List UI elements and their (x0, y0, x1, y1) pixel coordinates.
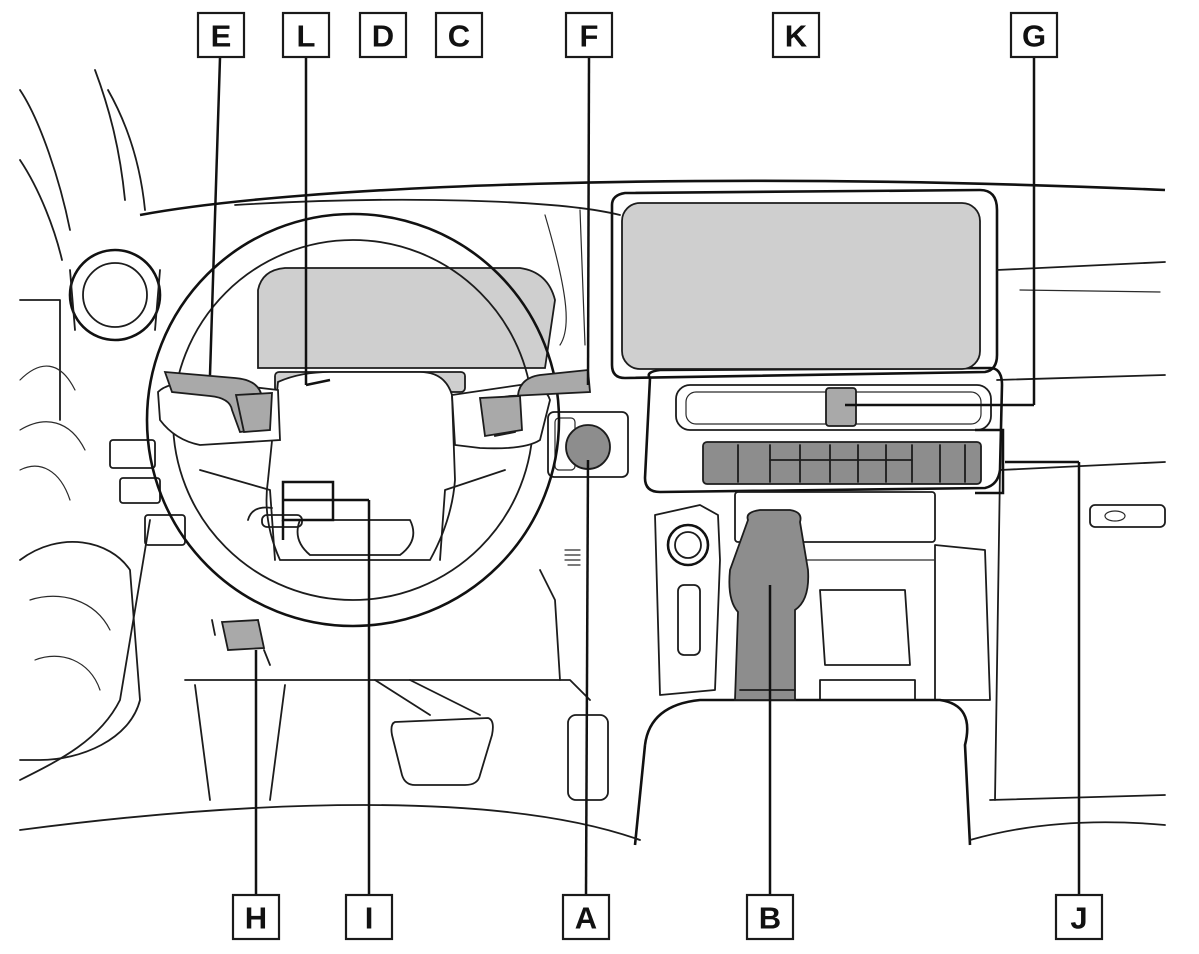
callout-a: A (561, 893, 611, 941)
callout-f: F (564, 11, 614, 59)
hazard-switch-shape (825, 387, 857, 427)
svg-text:D: D (372, 19, 394, 54)
hood-release-shape (220, 619, 266, 651)
callout-i: I (344, 893, 394, 941)
callout-k: K (771, 11, 821, 59)
svg-text:L: L (297, 19, 316, 54)
svg-text:C: C (448, 19, 470, 54)
leader-lines (208, 57, 1081, 896)
left-lever-shape (163, 370, 263, 433)
svg-text:J: J (1070, 901, 1087, 936)
callout-l: L (281, 11, 331, 59)
svg-text:G: G (1022, 19, 1046, 54)
svg-text:K: K (785, 19, 808, 54)
svg-text:F: F (580, 19, 599, 54)
callout-d: D (358, 11, 408, 59)
shaded-features (211, 202, 982, 701)
svg-text:A: A (575, 901, 597, 936)
callout-c: C (434, 11, 484, 59)
svg-text:B: B (759, 901, 781, 936)
svg-text:H: H (245, 901, 267, 936)
callout-j: J (1054, 893, 1104, 941)
callout-g: G (1009, 11, 1059, 59)
instrument-cluster-display (257, 267, 556, 369)
callout-b: B (745, 893, 795, 941)
svg-text:I: I (365, 901, 374, 936)
steering-wheel (145, 212, 591, 628)
svg-text:E: E (211, 19, 232, 54)
callout-h: H (231, 893, 281, 941)
center-display-screen (621, 202, 981, 370)
callout-e: E (196, 11, 246, 59)
